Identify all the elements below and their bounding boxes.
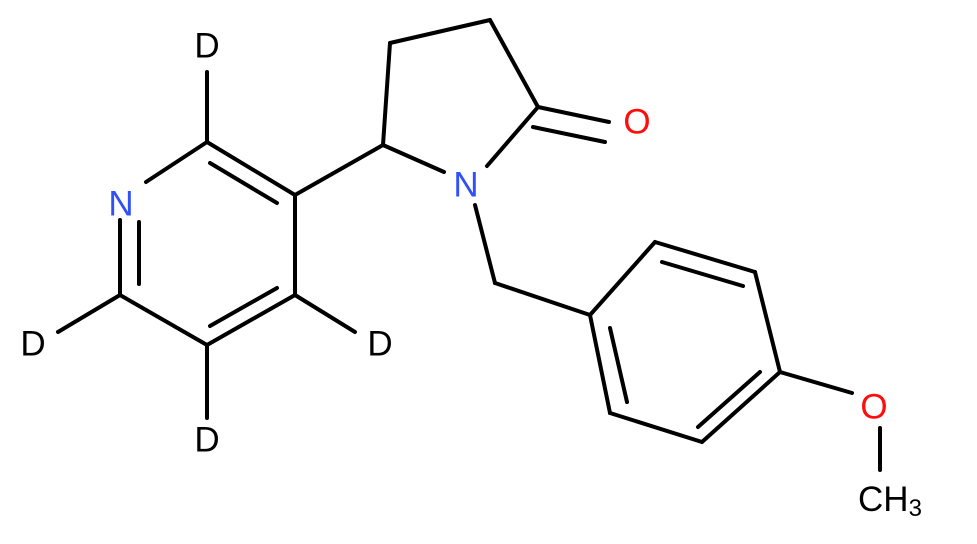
atom-label-o-carbonyl: O <box>623 102 650 141</box>
atom-label-deuterium-2: D <box>194 26 219 65</box>
bond-n-ch2 <box>473 203 497 285</box>
bond-b4-b5-double <box>696 370 762 429</box>
bond-c6-d <box>56 293 122 334</box>
methyl-carbon-text: CH <box>858 480 909 519</box>
atom-label-n-lactam: N <box>453 165 478 204</box>
atom-labels: N N O O D D D D CH3 <box>20 26 922 522</box>
methyl-subscript-text: 3 <box>909 495 922 522</box>
atom-label-deuterium-4: D <box>367 324 392 363</box>
bond-c4-d <box>293 293 357 334</box>
bond-carbonyl-2 <box>531 125 607 144</box>
atom-label-deuterium-6: D <box>20 324 45 363</box>
bond-c2-c3-double <box>208 161 279 205</box>
bond-b2-b3 <box>653 240 757 274</box>
bond-b3-b4 <box>753 270 782 374</box>
atom-label-methyl: CH3 <box>858 480 922 522</box>
bond-c4-c5-double <box>208 286 279 328</box>
bond-b1-b2 <box>588 240 657 317</box>
bond-c3-c5p <box>293 143 385 197</box>
bond-c5-c6 <box>118 293 209 347</box>
bond-c2-c3 <box>205 140 297 197</box>
bond-c4p-c3p <box>388 18 492 45</box>
bonds <box>56 18 882 472</box>
bond-ar-o <box>778 370 854 395</box>
bond-c3p-c2p <box>488 18 540 109</box>
bond-c5p-c4p <box>381 41 392 147</box>
bond-c5p-n <box>381 143 446 174</box>
bond-b6-b1 <box>588 313 612 415</box>
atom-label-n-pyridine: N <box>108 184 133 223</box>
bond-b2-b3-double <box>660 260 745 288</box>
bond-b6-b1-double <box>608 326 629 404</box>
bond-carbonyl-1 <box>536 105 611 124</box>
bond-b5-b6 <box>608 411 704 444</box>
bond-n-c2p <box>485 105 540 168</box>
bond-n1-c2 <box>144 140 209 184</box>
bond-b4-b5 <box>700 370 782 444</box>
bond-c4-c5 <box>205 293 297 347</box>
atom-label-deuterium-5: D <box>194 420 219 459</box>
bond-ch2-ar <box>493 281 592 317</box>
atom-label-o-ether: O <box>860 387 887 426</box>
